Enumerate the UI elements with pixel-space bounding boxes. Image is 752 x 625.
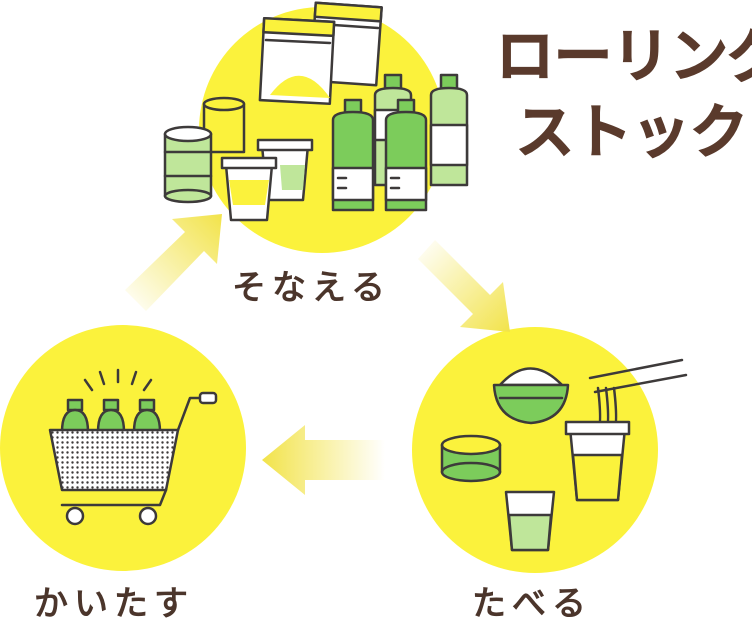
buy-label: かいたす bbox=[34, 584, 194, 624]
canned-food-icon bbox=[163, 125, 213, 204]
eat-label: たべる bbox=[472, 584, 592, 624]
rice-bowl-icon bbox=[492, 367, 570, 425]
water-glass-icon bbox=[504, 490, 556, 552]
arrow-buy-to-stock bbox=[125, 214, 222, 311]
title-line-1: ローリング bbox=[496, 22, 752, 90]
title-line-2: ストック bbox=[516, 98, 748, 166]
canned-food-icon bbox=[440, 434, 502, 483]
water-bottle-icon bbox=[384, 98, 428, 212]
sparkle-icon bbox=[83, 368, 153, 392]
pouch-icon bbox=[258, 16, 336, 106]
stock-label: そなえる bbox=[232, 268, 391, 308]
arrow-eat-to-buy bbox=[262, 425, 385, 495]
water-bottle-icon bbox=[331, 98, 375, 212]
stock-illustration bbox=[163, 1, 469, 222]
arrow-stock-to-eat bbox=[418, 240, 510, 332]
cup-noodle-icon bbox=[220, 156, 278, 222]
eat-circle bbox=[412, 327, 658, 573]
water-bottle-icon bbox=[96, 398, 126, 434]
water-bottle-icon bbox=[132, 398, 162, 434]
shopping-cart-icon bbox=[48, 391, 218, 526]
cup-noodle-icon bbox=[564, 358, 688, 502]
eat-illustration bbox=[440, 358, 688, 552]
buy-illustration bbox=[48, 368, 218, 526]
title: ローリング ストック bbox=[495, 21, 752, 167]
water-bottle-icon bbox=[429, 73, 469, 187]
water-bottle-icon bbox=[60, 398, 90, 434]
